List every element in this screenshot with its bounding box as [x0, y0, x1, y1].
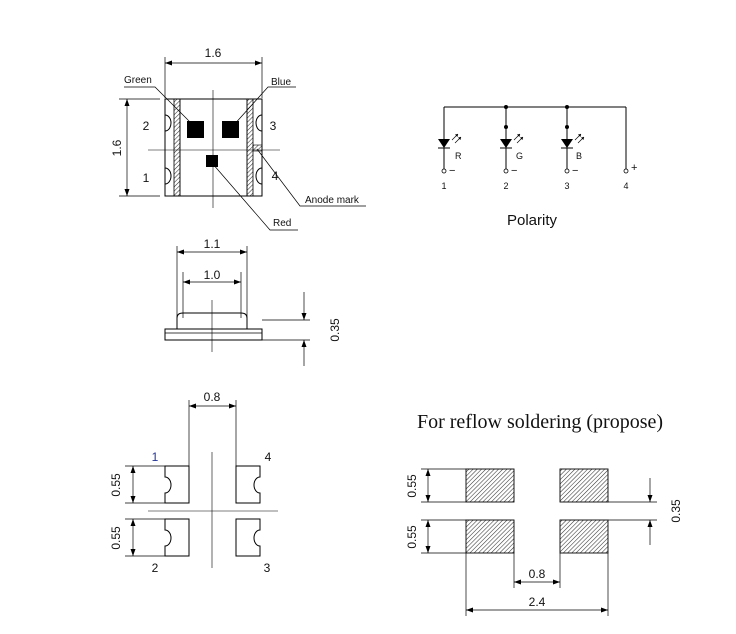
led-b-triangle: [561, 139, 573, 148]
led-g-dot: [504, 125, 508, 129]
green-die: [187, 121, 204, 138]
bottom-pin-2: 2: [152, 561, 159, 575]
led-g-terminal: [503, 168, 509, 174]
bottom-dim-pad-bot-label: 0.55: [109, 526, 123, 550]
polarity-pin2-label: 2: [503, 181, 508, 191]
blue-die: [222, 121, 239, 138]
led-b-dot: [565, 125, 569, 129]
top-frame-right: [246, 98, 254, 197]
led-r-terminal: [441, 168, 447, 174]
side-substrate: [164, 328, 263, 341]
side-dim-outer-arrows: [177, 249, 247, 255]
top-castellation-3: [255, 114, 263, 132]
polarity-diagram: + 4 R − 1 G − 2: [438, 105, 637, 229]
reflow-footprint: For reflow soldering (propose) 0.55 0.55…: [405, 411, 683, 616]
anode-mark: [252, 144, 263, 152]
top-height-label: 1.6: [110, 139, 124, 156]
blue-label: Blue: [271, 77, 291, 88]
reflow-title: For reflow soldering (propose): [417, 411, 663, 433]
green-leader: [124, 86, 196, 128]
top-pin-1: 1: [143, 171, 150, 185]
led-b-emission-arrows: [578, 134, 584, 140]
led-b-junction: [565, 105, 569, 109]
reflow-pad-top-left: [465, 468, 515, 503]
led-g: G − 2: [500, 105, 524, 191]
reflow-dim-pad-top-label: 0.55: [405, 474, 419, 498]
red-label: Red: [273, 218, 291, 229]
polarity-pin4-terminal: [623, 168, 629, 174]
bottom-pad-1: [164, 465, 190, 504]
side-dim-inner-arrows: [183, 279, 241, 285]
led-g-triangle: [500, 139, 512, 148]
side-height-label: 0.35: [328, 318, 342, 342]
side-height-arrows: [301, 313, 307, 347]
bottom-dim-gap-label: 0.8: [204, 390, 221, 404]
reflow-gap-arrows: [647, 495, 653, 527]
led-g-junction: [504, 105, 508, 109]
polarity-plus: +: [631, 162, 637, 174]
bottom-view: 0.8 0.55 0.55 1 4 2 3: [109, 390, 278, 575]
bottom-dim-pad-top-label: 0.55: [109, 473, 123, 497]
led-b: B − 3: [561, 105, 585, 191]
green-label: Green: [124, 75, 152, 86]
led-r-emission-arrows: [455, 134, 461, 140]
top-width-label: 1.6: [205, 46, 222, 60]
bottom-pin-4: 4: [265, 450, 272, 464]
top-pin-2: 2: [143, 119, 150, 133]
top-pin-3: 3: [270, 119, 277, 133]
reflow-pad-bottom-left: [465, 519, 515, 554]
led-r-minus: −: [449, 165, 455, 177]
bottom-pin-3: 3: [264, 561, 271, 575]
led-r-triangle: [438, 139, 450, 148]
bottom-pad-4: [235, 465, 261, 504]
bottom-pin-1: 1: [152, 450, 159, 464]
top-frame-left: [173, 98, 181, 197]
top-view: 1.6 1.6 2 3 1 4 Green: [110, 46, 366, 231]
bottom-pad-3: [235, 518, 261, 557]
red-leader: [211, 162, 298, 231]
reflow-dim-gap-h-label: 0.8: [529, 567, 546, 581]
side-dim-inner-label: 1.0: [204, 268, 221, 282]
side-view: 1.1 1.0 0.35: [164, 237, 342, 366]
blue-leader: [231, 86, 296, 128]
anode-leader: [256, 148, 366, 207]
anode-label: Anode mark: [305, 195, 360, 206]
reflow-dim-pad-bot-label: 0.55: [405, 525, 419, 549]
polarity-pin3-label: 3: [564, 181, 569, 191]
reflow-pad-bottom-right: [559, 519, 609, 554]
led-g-emission-arrows: [517, 134, 523, 140]
polarity-title: Polarity: [507, 212, 558, 229]
reflow-pad-top-right: [559, 468, 609, 503]
led-g-label: G: [516, 151, 523, 161]
reflow-dim-gap-v-label: 0.35: [669, 499, 683, 523]
led-b-terminal: [564, 168, 570, 174]
polarity-pin1-label: 1: [441, 181, 446, 191]
reflow-dim-total-label: 2.4: [529, 595, 546, 609]
top-castellation-4: [255, 167, 263, 185]
led-r: R − 1: [438, 107, 462, 191]
bottom-pad-2: [164, 518, 190, 557]
top-castellation-1: [164, 167, 172, 185]
polarity-pin4-label: 4: [623, 181, 628, 191]
led-b-minus: −: [572, 165, 578, 177]
top-pin-4: 4: [272, 169, 279, 183]
led-r-label: R: [455, 151, 462, 161]
top-castellation-2: [164, 114, 172, 132]
led-b-label: B: [576, 151, 582, 161]
red-die: [206, 155, 218, 167]
side-dim-outer-label: 1.1: [204, 237, 221, 251]
led-g-minus: −: [511, 165, 517, 177]
